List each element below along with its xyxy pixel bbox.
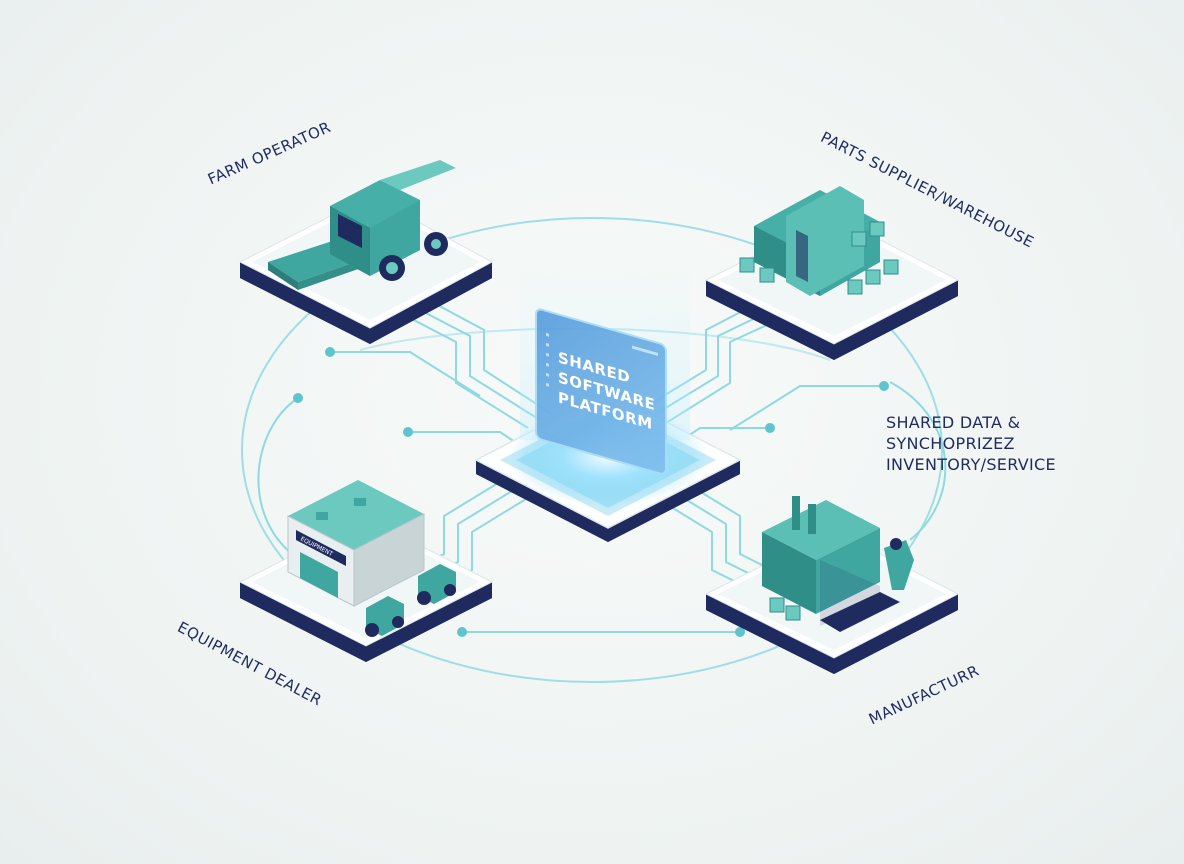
connector-dots <box>293 347 889 637</box>
platform-screen: SHARED SOFTWARE PLATFORM <box>535 308 667 475</box>
annotation-line2: SYNCHOPRIZEZ <box>886 434 1015 453</box>
annotation-line3: INVENTORY/SERVICE <box>886 455 1056 474</box>
dealership-building-icon: EQUIPMENT <box>287 480 425 607</box>
annotation-line1: SHARED DATA & <box>886 413 1021 432</box>
warehouse-icon <box>739 186 899 296</box>
shared-data-annotation: SHARED DATA & SYNCHOPRIZEZ INVENTORY/SER… <box>886 412 1056 475</box>
circuit-connectors <box>330 301 884 633</box>
combine-harvester-icon <box>268 160 456 290</box>
tractor-icon <box>365 564 456 637</box>
factory-icon <box>762 496 914 632</box>
